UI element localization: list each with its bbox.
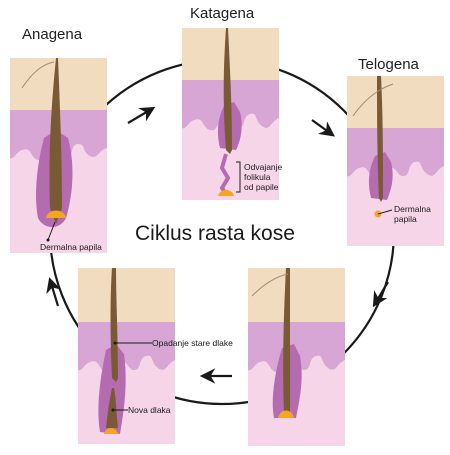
arrow-telogena-to-regrowth	[372, 281, 389, 308]
panel-regrowth	[248, 268, 345, 446]
panel-telogena	[347, 76, 444, 246]
panel-shedding	[78, 268, 175, 444]
arrow-anagena-to-katagena	[127, 106, 156, 124]
label-shedding: Opadanje stare dlake	[152, 338, 233, 348]
diagram-title: Ciklus rasta kose	[135, 222, 295, 245]
label-katagena-line3: od papile	[244, 182, 279, 192]
panel-anagena	[10, 58, 107, 253]
label-katagena-separation: Odvajanje folikula od papile	[244, 162, 282, 192]
label-telogena-line2: papila	[394, 214, 417, 224]
panel-katagena	[182, 28, 279, 200]
arrow-katagena-to-telogena	[311, 119, 335, 137]
stage-title-katagena: Katagena	[190, 5, 255, 22]
katagena-bracket	[236, 161, 241, 193]
label-telogena-papila: Dermalna papila	[394, 204, 431, 224]
arrow-shedding-to-anagena	[46, 277, 62, 307]
leader-anagena-papila	[47, 221, 56, 241]
leader-telogena-papila	[377, 209, 393, 215]
label-telogena-line1: Dermalna	[394, 204, 431, 214]
label-anagena-papila: Dermalna papila	[40, 242, 102, 252]
label-katagena-line2: folikula	[244, 172, 271, 182]
label-new-hair: Nova dlaka	[128, 405, 171, 415]
stage-title-anagena: Anagena	[22, 26, 83, 43]
stage-title-telogena: Telogena	[358, 56, 419, 73]
label-katagena-line1: Odvajanje	[244, 162, 283, 172]
